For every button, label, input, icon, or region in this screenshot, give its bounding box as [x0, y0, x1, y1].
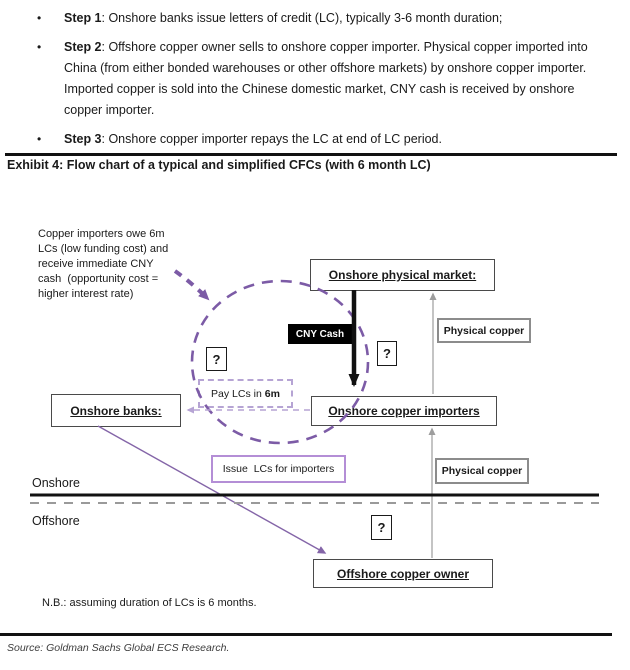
annotation-arrow [173, 269, 210, 301]
annotation-line: higher interest rate) [38, 288, 134, 300]
annotation-line: Copper importers owe 6m [38, 228, 165, 240]
step-item-2: • Step 2: Offshore copper owner sells to… [30, 37, 588, 121]
node-onshore-banks: Onshore banks: [51, 394, 181, 427]
placeholder-glyph-icon: ? [371, 515, 392, 540]
label-onshore: Onshore [32, 476, 80, 490]
step-list: • Step 1: Onshore banks issue letters of… [30, 8, 588, 158]
annotation-line: receive immediate CNY [38, 258, 154, 270]
placeholder-glyph-icon: ? [377, 341, 397, 366]
step-item-1: • Step 1: Onshore banks issue letters of… [30, 8, 588, 29]
step-1-label: Step 1 [64, 11, 102, 25]
step-1-text: Step 1: Onshore banks issue letters of c… [64, 8, 588, 29]
step-3-text: Step 3: Onshore copper importer repays t… [64, 129, 588, 150]
source-line: Source: Goldman Sachs Global ECS Researc… [7, 642, 230, 654]
node-onshore-copper-importers: Onshore copper importers [311, 396, 497, 426]
bottom-rule [0, 633, 612, 636]
label-physical-copper-top: Physical copper [437, 318, 531, 343]
label-issue-lcs: Issue LCs for importers [211, 455, 346, 483]
placeholder-glyph-icon: ? [206, 347, 227, 371]
nb-note: N.B.: assuming duration of LCs is 6 mont… [42, 597, 257, 609]
exhibit-top-rule [5, 153, 617, 156]
label-pay-lcs: Pay LCs in 6m [198, 379, 293, 408]
bullet-icon: • [37, 132, 42, 146]
annotation-line: cash (opportunity cost = [38, 273, 159, 285]
step-2-text: Step 2: Offshore copper owner sells to o… [64, 37, 588, 121]
pay-lcs-term: 6m [264, 387, 280, 400]
step-3-label: Step 3 [64, 132, 102, 146]
exhibit-title: Exhibit 4: Flow chart of a typical and s… [7, 158, 431, 172]
step-1-body: : Onshore banks issue letters of credit … [101, 11, 503, 25]
step-item-3: • Step 3: Onshore copper importer repays… [30, 129, 588, 150]
bullet-icon: • [37, 11, 42, 25]
node-onshore-physical-market: Onshore physical market: [310, 259, 495, 291]
issue-lcs-arrow [97, 425, 327, 554]
label-cny-cash: CNY Cash [288, 324, 352, 344]
pay-lcs-prefix: Pay LCs in [211, 387, 265, 400]
bullet-icon: • [37, 40, 42, 54]
circle-annotation: Copper importers owe 6m LCs (low funding… [38, 227, 168, 302]
annotation-line: LCs (low funding cost) and [38, 243, 169, 255]
step-3-body: : Onshore copper importer repays the LC … [101, 132, 442, 146]
node-offshore-copper-owner: Offshore copper owner [313, 559, 493, 588]
step-2-label: Step 2 [64, 40, 102, 54]
label-physical-copper-bottom: Physical copper [435, 458, 529, 484]
step-2-body: : Offshore copper owner sells to onshore… [64, 40, 588, 117]
label-offshore: Offshore [32, 514, 80, 528]
